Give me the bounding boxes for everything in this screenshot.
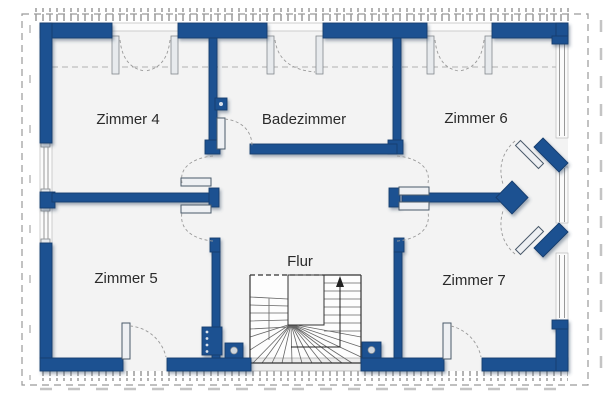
shaft-dots <box>205 330 209 353</box>
window-right-zimmer6 <box>555 41 569 139</box>
room-label-badezimmer: Badezimmer <box>262 111 346 128</box>
door-zimmer6 <box>396 155 430 196</box>
chimney-left-flue <box>230 346 238 355</box>
doors <box>121 117 545 360</box>
door-zimmer7 <box>396 201 430 242</box>
room-label-zimmer4: Zimmer 4 <box>96 111 159 128</box>
window-right-zimmer7 <box>555 252 569 321</box>
door-badezimmer <box>216 117 253 150</box>
chimney-right-flue <box>367 346 376 354</box>
bay-wall-lower <box>533 222 569 258</box>
staircase <box>249 274 362 372</box>
window-left-zimmer4 <box>39 142 53 194</box>
window-left-zimmer5 <box>39 206 53 244</box>
door-exterior-zimmer5 <box>121 322 167 360</box>
window-bay <box>555 166 569 224</box>
window-badezimmer <box>266 22 324 75</box>
walls <box>39 22 569 372</box>
windows <box>39 22 569 321</box>
stairwell-void <box>287 274 325 326</box>
hatch-top <box>34 8 570 21</box>
door-bay-upper <box>500 139 545 185</box>
bay-wall-upper <box>533 137 569 173</box>
room-label-zimmer5: Zimmer 5 <box>94 270 157 287</box>
door-zimmer4 <box>180 155 214 187</box>
hatch-bottom <box>40 371 568 381</box>
room-label-zimmer7: Zimmer 7 <box>442 272 505 289</box>
site-boundary <box>21 8 603 391</box>
room-label-zimmer6: Zimmer 6 <box>444 110 507 127</box>
room-labels: Zimmer 4 Badezimmer Zimmer 6 Zimmer 5 Fl… <box>94 110 507 289</box>
wall-shaft-block <box>201 326 223 356</box>
bay-wall-point <box>495 180 529 215</box>
door-zimmer5 <box>180 204 214 242</box>
door-exterior-zimmer7 <box>442 322 482 360</box>
niche-dot <box>219 102 223 106</box>
door-bay-lower <box>500 210 545 256</box>
room-label-flur: Flur <box>287 253 313 270</box>
stairs-up-arrow <box>291 276 344 348</box>
